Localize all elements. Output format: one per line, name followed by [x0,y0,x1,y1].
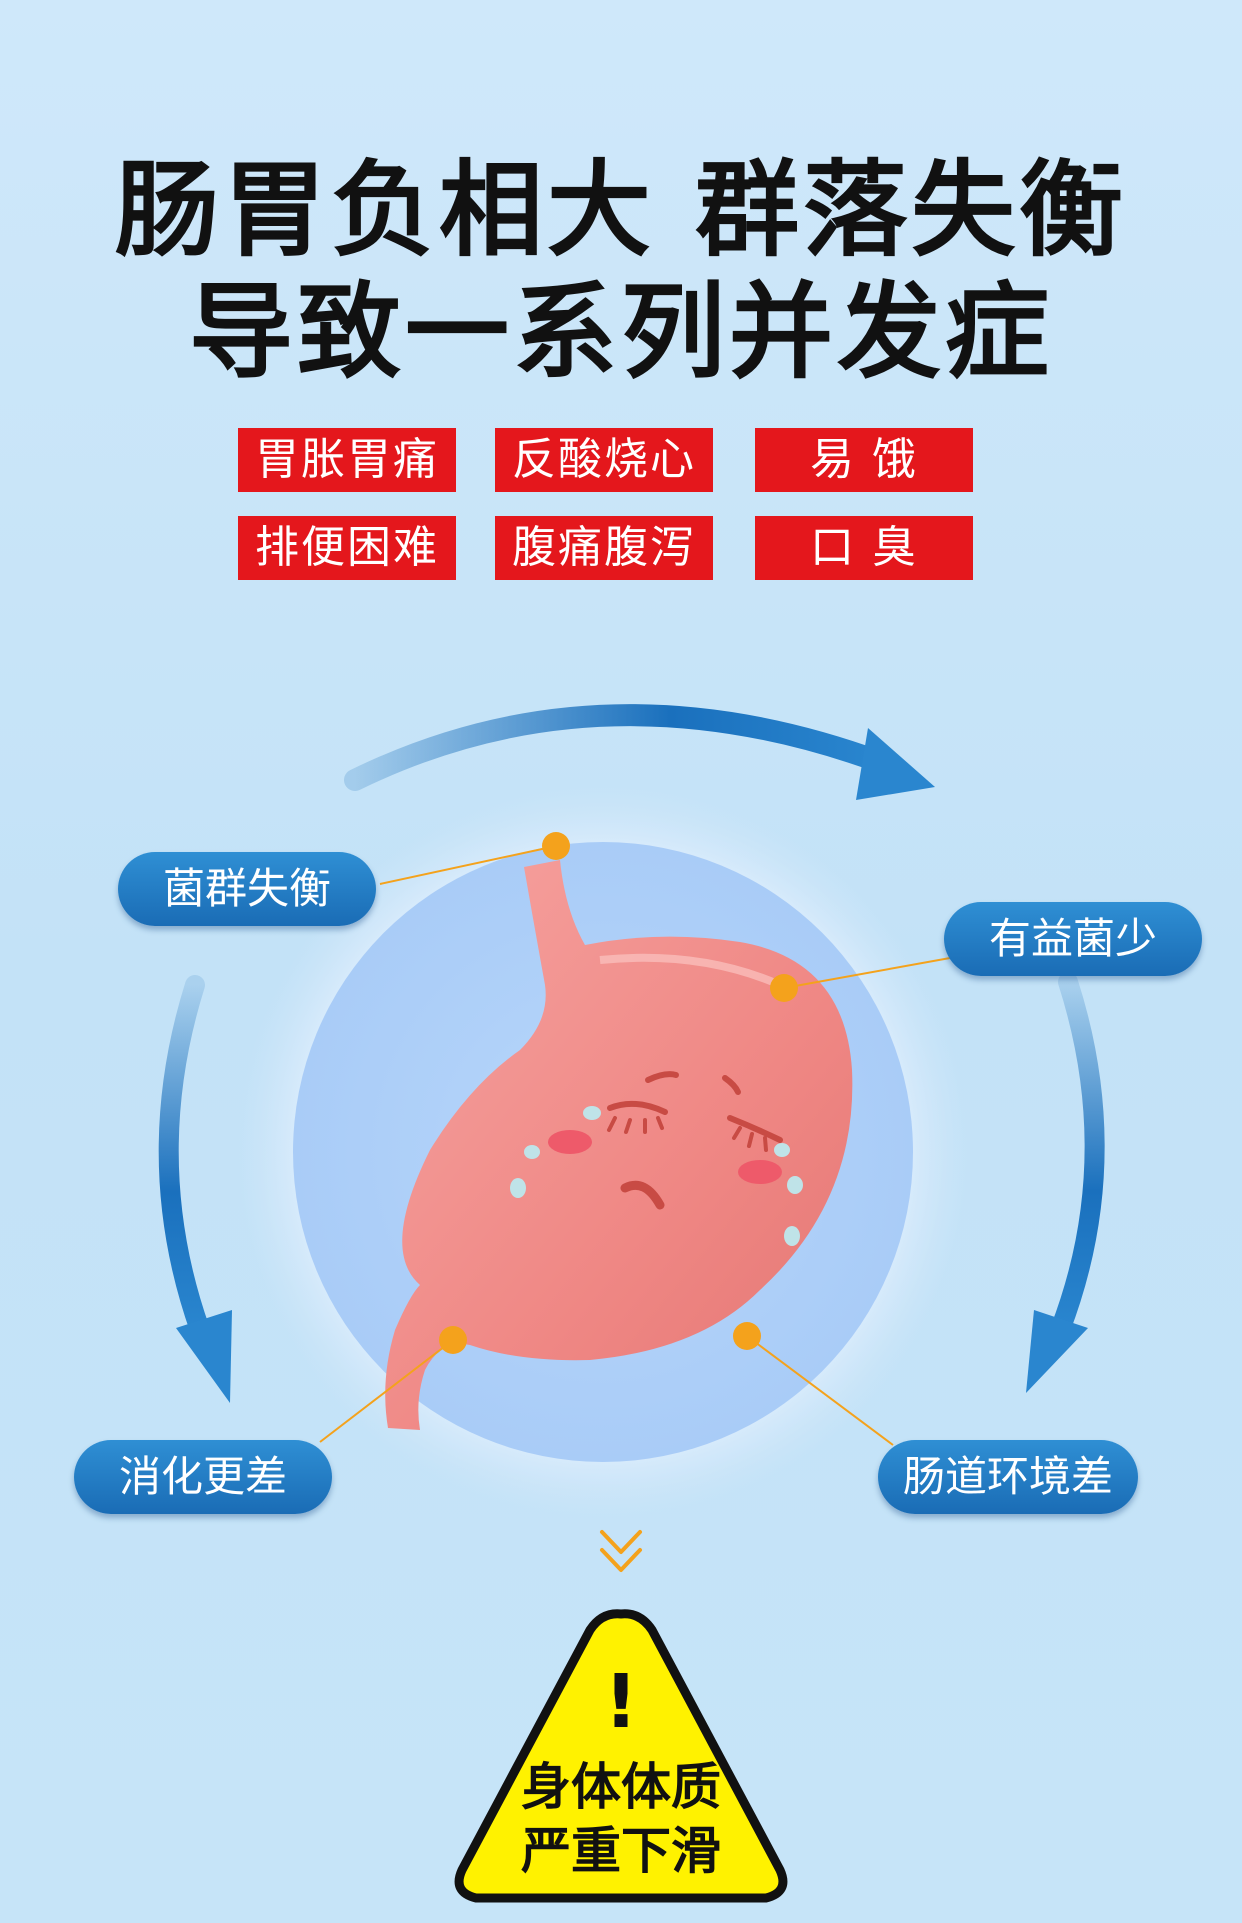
warning-text-line-2: 严重下滑 [521,1822,721,1880]
symptom-tag-diarrhea: 腹痛腹泻 [495,516,713,580]
warning-text-line-1: 身体体质 [521,1758,721,1816]
double-chevron-down-icon [600,1530,642,1572]
marker-dot [733,1322,761,1350]
warning-exclamation: ! [604,1659,638,1745]
symptom-tag-acid-reflux: 反酸烧心 [495,428,713,492]
headline-line-1: 肠胃负相大 群落失衡 [114,149,1128,271]
cycle-arrow-icon-right [1026,972,1105,1393]
marker-dot [542,832,570,860]
headline-line-2: 导致一系列并发症 [188,271,1053,393]
label-flora-imbalance: 菌群失衡 [118,852,376,926]
connector-lines [319,845,951,1446]
symptom-tag-bad-breath: 口 臭 [755,516,973,580]
label-poor-gut-environment: 肠道环境差 [878,1440,1138,1514]
symptom-tag-stomach-pain: 胃胀胃痛 [238,428,456,492]
marker-dot [770,974,798,1002]
label-worse-digestion: 消化更差 [74,1440,332,1514]
symptom-tag-hunger: 易 饿 [755,428,973,492]
cycle-arrow-icon-top [344,704,935,800]
marker-dot [439,1326,467,1354]
symptom-tag-constipation: 排便困难 [238,516,456,580]
label-fewer-probiotics: 有益菌少 [944,902,1202,976]
stomach-illustration [385,860,853,1430]
cycle-arrow-icon-left [158,975,232,1403]
warning-triangle-icon [454,1609,788,1903]
